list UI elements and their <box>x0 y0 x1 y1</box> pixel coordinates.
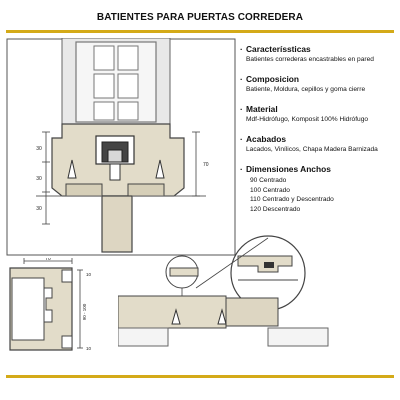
side-small-top-label: 10 <box>86 272 92 277</box>
dim-label-height: 70 <box>203 162 209 168</box>
spec-heading-text: Composicion <box>246 74 300 84</box>
side-small-bottom-label: 10 <box>86 346 92 351</box>
spec-heading: ·Material <box>240 104 400 114</box>
top-accent-rule <box>6 30 394 33</box>
bottom-accent-rule <box>6 375 394 378</box>
page-title: BATIENTES PARA PUERTAS CORREDERA <box>96 12 304 23</box>
side-width-label: 70 <box>45 258 51 262</box>
spec-dimensiones: ·Dimensiones Anchos 90 Centrado 100 Cent… <box>240 164 400 214</box>
spec-acabados: ·Acabados Lacados, Vinílicos, Chapa Made… <box>240 134 400 153</box>
spec-heading: ·Acabados <box>240 134 400 144</box>
bullet-icon: · <box>240 74 243 84</box>
detail-drawing <box>118 235 329 347</box>
spec-line: Batientes correderas encastrables en par… <box>246 56 374 63</box>
bullet-icon: · <box>240 104 243 114</box>
spec-list: 90 Centrado 100 Centrado 110 Centrado y … <box>250 176 400 214</box>
spec-heading: ·Dimensiones Anchos <box>240 164 400 174</box>
bullet-icon: · <box>240 44 243 54</box>
spec-heading: ·Composicion <box>240 74 400 84</box>
bullet-icon: · <box>240 164 243 174</box>
spec-composicion: ·Composicion Batiente, Moldura, cepillos… <box>240 74 400 93</box>
list-item: 120 Descentrado <box>250 205 301 213</box>
spec-line: Lacados, Vinílicos, Chapa Madera Barniza… <box>246 146 378 153</box>
dim-label-1: 30 <box>36 146 42 152</box>
spec-heading-text: Acabados <box>246 134 287 144</box>
list-item: 90 Centrado <box>250 177 287 184</box>
spec-line: Batiente, Moldura, cepillos y goma cierr… <box>246 86 366 93</box>
list-item: 110 Centrado y Descentrado <box>250 196 334 204</box>
spec-heading-text: Dimensiones Anchos <box>246 164 331 174</box>
spec-heading-text: Material <box>246 104 278 114</box>
dim-label-3: 30 <box>36 206 42 212</box>
spec-caracteristicas: ·Caracteríssticas Batientes correderas e… <box>240 44 400 63</box>
side-profile-drawing: 70 10 90 - 100 10 <box>9 258 92 351</box>
list-item: 100 Centrado <box>250 186 290 194</box>
specs-panel: ·Caracteríssticas Batientes correderas e… <box>240 44 400 225</box>
bullet-icon: · <box>240 134 243 144</box>
spec-line: Mdf-Hidrófugo, Komposit 100% Hidrófugo <box>246 116 369 123</box>
top-section-drawing: 30 30 30 70 <box>6 38 236 256</box>
spec-heading: ·Caracteríssticas <box>240 44 400 54</box>
side-height-label: 90 - 100 <box>82 303 87 320</box>
spec-heading-text: Caracteríssticas <box>246 44 311 54</box>
dim-label-2: 30 <box>36 176 42 182</box>
spec-material: ·Material Mdf-Hidrófugo, Komposit 100% H… <box>240 104 400 123</box>
